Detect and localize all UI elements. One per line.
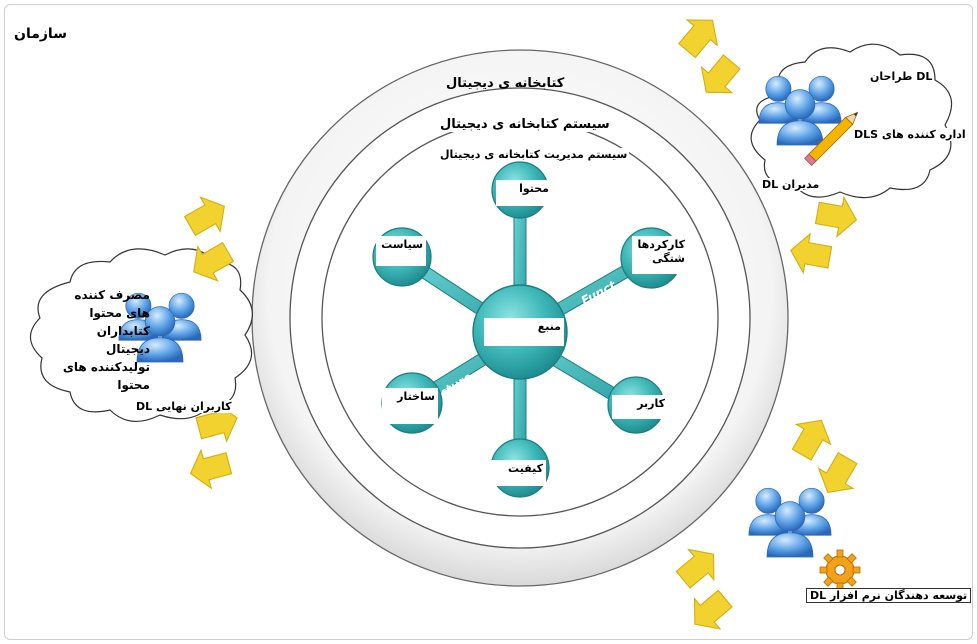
- managers-admins-label: اداره کننده های DLS: [852, 128, 968, 141]
- end-users-line: دیجیتال: [105, 342, 150, 356]
- node-user-label: کاربر: [612, 395, 668, 419]
- managers-designers-label: DL طراحان: [870, 70, 933, 83]
- node-policy-label: سیاست: [376, 236, 426, 266]
- node-content-label: محتوا: [496, 180, 552, 206]
- ring-label-dl-system: سیستم کتابخانه ی دیجیتال: [438, 117, 612, 132]
- managers-group-label: مدیران DL: [760, 178, 822, 191]
- ring-label-dl-management-system: سیستم مدیریت کتابخانه ی دیجیتال: [438, 148, 630, 161]
- ring-label-digital-library: کتابخانه ی دیجیتال: [446, 76, 565, 91]
- cycle-arrow-icon: [669, 538, 739, 640]
- node-quality-label: کیفیت: [490, 460, 546, 486]
- end-users-group-label: کاربران نهایی DL: [134, 400, 234, 413]
- end-users-line: تولیدکننده های: [62, 360, 150, 374]
- hub-label: منبع: [484, 318, 564, 346]
- node-structure-label: ساختار: [382, 388, 438, 424]
- end-users-line: های محتوا: [89, 306, 150, 320]
- end-users-line: کتابداران: [96, 324, 150, 338]
- end-users-line: محتوا: [117, 378, 150, 392]
- developers-people-icon: [749, 488, 831, 557]
- cycle-arrow-icon: [783, 409, 866, 503]
- pencil-icon: [804, 111, 859, 166]
- organization-frame: [4, 4, 973, 640]
- end-users-line: مصرف کننده: [74, 288, 150, 302]
- end-users-text: مصرف کننده های محتوا کتابداران دیجیتال ت…: [40, 286, 150, 394]
- node-functionality-label: کارکردها شتگی: [632, 236, 688, 274]
- gear-icon: [819, 549, 861, 591]
- organization-label: سازمان: [14, 26, 67, 42]
- developers-group-label: توسعه دهندگان نرم افزار DL: [806, 588, 972, 603]
- cycle-arrow-icon: [671, 6, 748, 106]
